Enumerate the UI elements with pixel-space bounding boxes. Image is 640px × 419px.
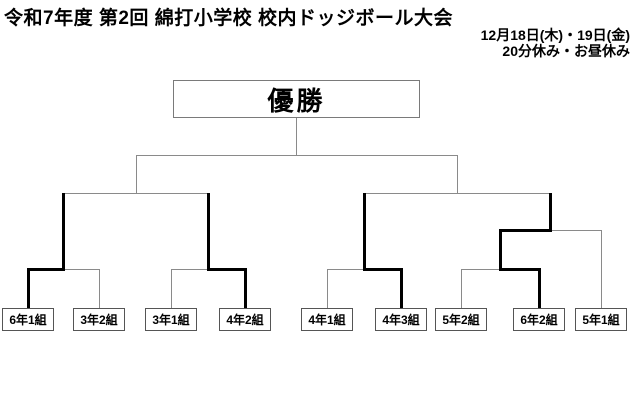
match1-advance-line xyxy=(62,193,65,270)
team-box-3-2: 3年2組 xyxy=(73,308,125,331)
schedule-times: 20分休み・お昼休み xyxy=(502,43,630,59)
match1-winner-line xyxy=(27,268,65,271)
champion-stem-line xyxy=(296,118,297,155)
match1-winner-stub xyxy=(27,268,30,310)
match4-stub-loser xyxy=(461,269,462,309)
team-box-3-1: 3年1組 xyxy=(145,308,197,331)
semifinal-left-line xyxy=(63,193,208,194)
match4-winner-stub xyxy=(538,268,541,310)
match2-advance-line xyxy=(207,193,210,270)
match5-line-right-half xyxy=(550,230,601,231)
team-box-5-1: 5年1組 xyxy=(575,308,627,331)
match3-winner-line xyxy=(363,268,403,271)
team-box-4-1: 4年1組 xyxy=(301,308,353,331)
match1-line-right-half xyxy=(63,269,99,270)
team-box-4-2: 4年2組 xyxy=(219,308,271,331)
match3-line-left-half xyxy=(327,269,364,270)
match5-advance-line xyxy=(549,193,552,232)
match2-line-left-half xyxy=(171,269,208,270)
match2-winner-line xyxy=(207,268,247,271)
match4-advance-line xyxy=(499,229,502,270)
team-box-5-2: 5年2組 xyxy=(435,308,487,331)
semifinal-right-line xyxy=(364,193,551,194)
match3-stub-loser xyxy=(327,269,328,309)
team-box-4-3: 4年3組 xyxy=(375,308,427,331)
page-title: 令和7年度 第2回 綿打小学校 校内ドッジボール大会 xyxy=(4,8,453,29)
match3-advance-line xyxy=(363,193,366,270)
team-box-6-2: 6年2組 xyxy=(513,308,565,331)
match2-winner-stub xyxy=(244,268,247,310)
final-right-drop-line xyxy=(457,155,458,193)
match4-winner-line xyxy=(499,268,541,271)
match5-leg-bye-team xyxy=(601,230,602,308)
match2-stub-loser xyxy=(171,269,172,309)
match4-line-left-half xyxy=(461,269,500,270)
match5-winner-line xyxy=(499,229,552,232)
schedule-dates: 12月18日(木)・19日(金) xyxy=(480,27,630,43)
champion-box: 優勝 xyxy=(173,80,420,118)
schedule-block: 12月18日(木)・19日(金) 20分休み・お昼休み xyxy=(481,27,630,59)
match3-winner-stub xyxy=(400,268,403,310)
final-left-drop-line xyxy=(136,155,137,193)
final-match-line xyxy=(136,155,458,156)
team-box-6-1: 6年1組 xyxy=(2,308,54,331)
match1-stub-loser xyxy=(99,269,100,309)
